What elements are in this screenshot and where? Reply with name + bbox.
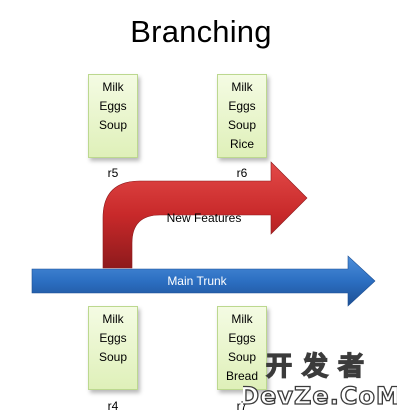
card-item: Bread xyxy=(225,369,259,383)
card-item: Soup xyxy=(98,118,128,132)
card-item: Rice xyxy=(229,137,254,151)
trunk-arrow xyxy=(31,255,376,307)
card-item: Soup xyxy=(98,350,128,364)
card-item: Milk xyxy=(231,80,253,94)
card-item: Milk xyxy=(102,80,124,94)
revision-card-r6: Milk Eggs Soup Rice xyxy=(217,74,267,158)
card-item: Milk xyxy=(231,312,253,326)
watermark-line1: 开发者 xyxy=(266,351,374,382)
branch-arrow xyxy=(102,161,308,269)
revision-label-r7: r7 xyxy=(236,399,248,413)
card-item: Eggs xyxy=(99,99,127,113)
branch-label: New Features xyxy=(167,211,242,225)
card-item: Eggs xyxy=(228,99,256,113)
watermark-line2: DevZe.CoM xyxy=(243,382,397,410)
revision-card-r4: Milk Eggs Soup xyxy=(88,306,138,390)
card-item: Soup xyxy=(227,118,257,132)
card-item: Soup xyxy=(227,350,257,364)
trunk-label: Main Trunk xyxy=(167,274,227,288)
diagram-title: Branching xyxy=(130,14,272,49)
revision-card-r5: Milk Eggs Soup xyxy=(88,74,138,158)
site-watermark: 开发者 DevZe.CoM xyxy=(243,350,397,410)
revision-label-r6: r6 xyxy=(236,166,248,180)
revision-label-r5: r5 xyxy=(107,166,119,180)
card-item: Eggs xyxy=(228,331,256,345)
revision-card-r7: Milk Eggs Soup Bread xyxy=(217,306,267,390)
revision-label-r4: r4 xyxy=(107,399,119,413)
card-item: Milk xyxy=(102,312,124,326)
card-item: Eggs xyxy=(99,331,127,345)
